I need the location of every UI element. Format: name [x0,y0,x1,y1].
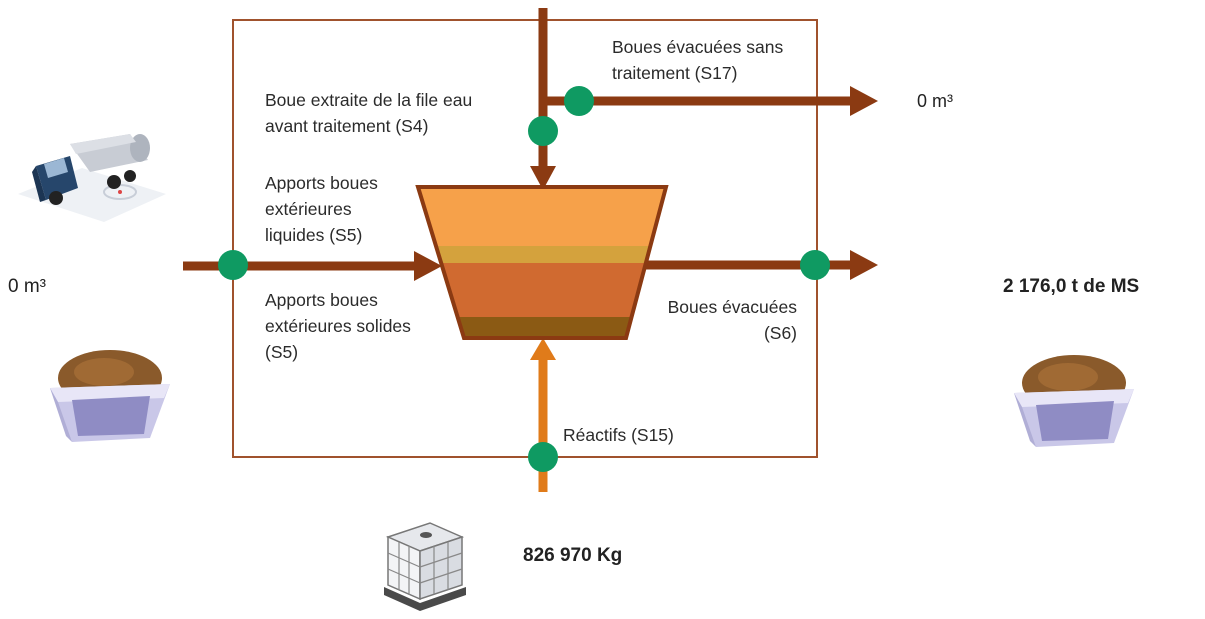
arrow-head-s6 [850,250,878,280]
label-s5-solid: Apports boues extérieures solides (S5) [265,290,411,362]
value-s15-in: 826 970 Kg [523,545,623,566]
treatment-tank [418,187,666,338]
value-s17-out: 0 m³ [917,91,953,111]
node-s17 [564,86,594,116]
node-s6 [800,250,830,280]
system-boundary-frame [232,19,818,458]
node-s4 [528,116,558,146]
arrow-head-s17 [850,86,878,116]
tanker-truck-icon [18,134,166,222]
treatment-tank-outline [415,185,669,340]
label-s4: Boue extraite de la file eau avant trait… [265,90,473,136]
label-s15: Réactifs (S15) [563,425,674,445]
arrow-head-s4 [530,166,556,190]
value-s6-out: 2 176,0 t de MS [1003,276,1140,297]
arrow-head-s15 [530,338,556,360]
label-s17: Boues évacuées sans traitement (S17) [612,37,784,83]
node-s15 [528,442,558,472]
ibc-tank-icon [384,522,466,611]
label-s6: Boues évacuées (S6) [667,297,797,343]
sludge-skip-icon [1014,355,1134,447]
label-s5-liquid: Apports boues extérieures liquides (S5) [265,173,378,245]
node-s5 [218,250,248,280]
value-s5-in: 0 m³ [8,276,46,297]
arrow-head-s5 [414,251,442,281]
sludge-skip-icon [50,350,170,442]
